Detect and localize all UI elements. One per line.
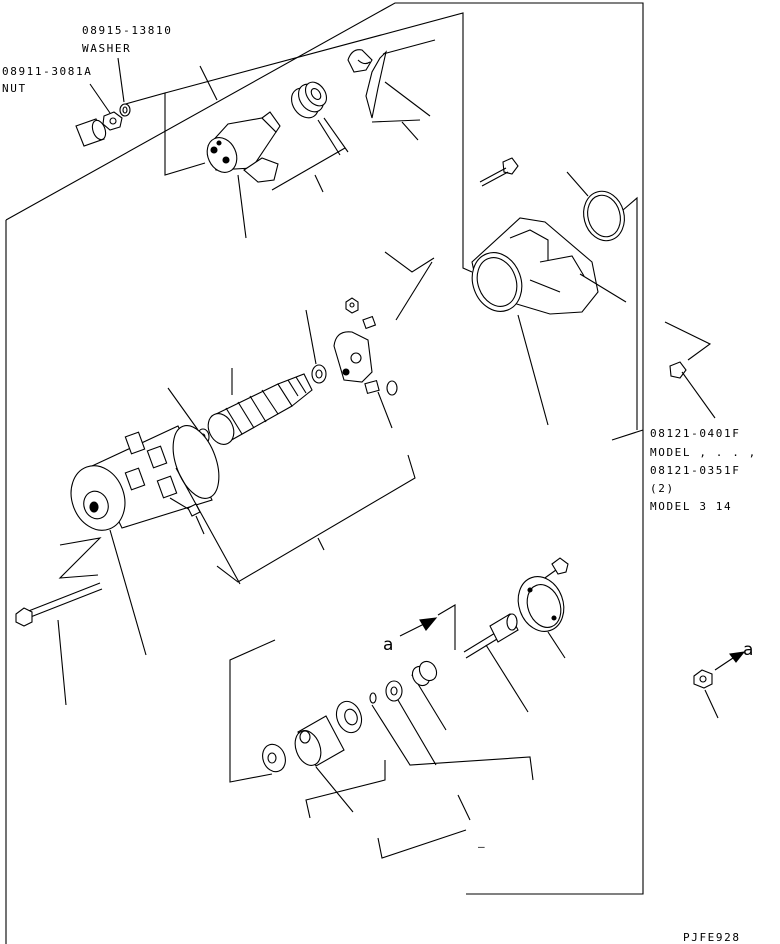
armature — [207, 364, 327, 445]
return-spring — [411, 660, 438, 687]
washer-part — [119, 103, 131, 117]
armature-group — [167, 251, 435, 446]
overrunning-clutch — [294, 715, 345, 767]
bolt-callout: 08121-0401F MODEL , . . , 08121-0351F (2… — [650, 321, 757, 513]
bolt-model-2: MODEL 3 14 — [650, 500, 732, 513]
solenoid-switch — [206, 111, 281, 173]
yoke-group — [15, 425, 416, 706]
o-ring — [583, 190, 625, 242]
bolt-qty-2: (2) — [650, 482, 675, 495]
snap-ring — [369, 692, 377, 704]
thrust-washer — [385, 680, 403, 702]
drawing-code: PJFE928 — [683, 931, 741, 944]
housing-bolt — [479, 157, 519, 187]
solenoid-group — [75, 12, 464, 239]
ref-arrow-left: a — [383, 617, 438, 655]
bolt-part-no-1: 08121-0401F — [650, 427, 740, 440]
small-dash-mark: – — [478, 840, 486, 853]
yoke — [70, 425, 220, 531]
bolt-model-1: MODEL , . . , — [650, 446, 757, 459]
nut-part-no: 08911-3081A — [2, 65, 92, 78]
pinion-group: a — [229, 557, 569, 859]
brush-holder — [333, 297, 398, 396]
assembly-frame — [5, 2, 644, 944]
solenoid-cap — [75, 118, 107, 147]
top-left-callouts: 08915-13810 WASHER 08911-3081A NUT — [2, 24, 172, 95]
clutch-roller — [335, 700, 363, 734]
drive-housing — [471, 217, 599, 315]
plunger-spring — [291, 81, 328, 119]
ref-arrow-right: a — [693, 640, 753, 719]
shim-clip — [243, 157, 279, 183]
end-bolt — [541, 557, 569, 581]
drive-housing-group — [462, 157, 638, 430]
pinion-gear — [262, 743, 286, 773]
washer-part-no: 08915-13810 — [82, 24, 172, 37]
bolt-part-no-2: 08121-0351F — [650, 464, 740, 477]
nut-part — [102, 111, 123, 131]
pinion-shaft — [463, 613, 519, 659]
right-nut — [693, 669, 713, 689]
arrow-label-right: a — [743, 640, 753, 660]
through-bolt — [15, 582, 103, 627]
end-cover — [517, 576, 565, 632]
nut-name: NUT — [2, 82, 27, 95]
shift-lever — [347, 49, 387, 119]
arrow-label-left: a — [383, 635, 393, 655]
washer-name: WASHER — [82, 42, 131, 55]
